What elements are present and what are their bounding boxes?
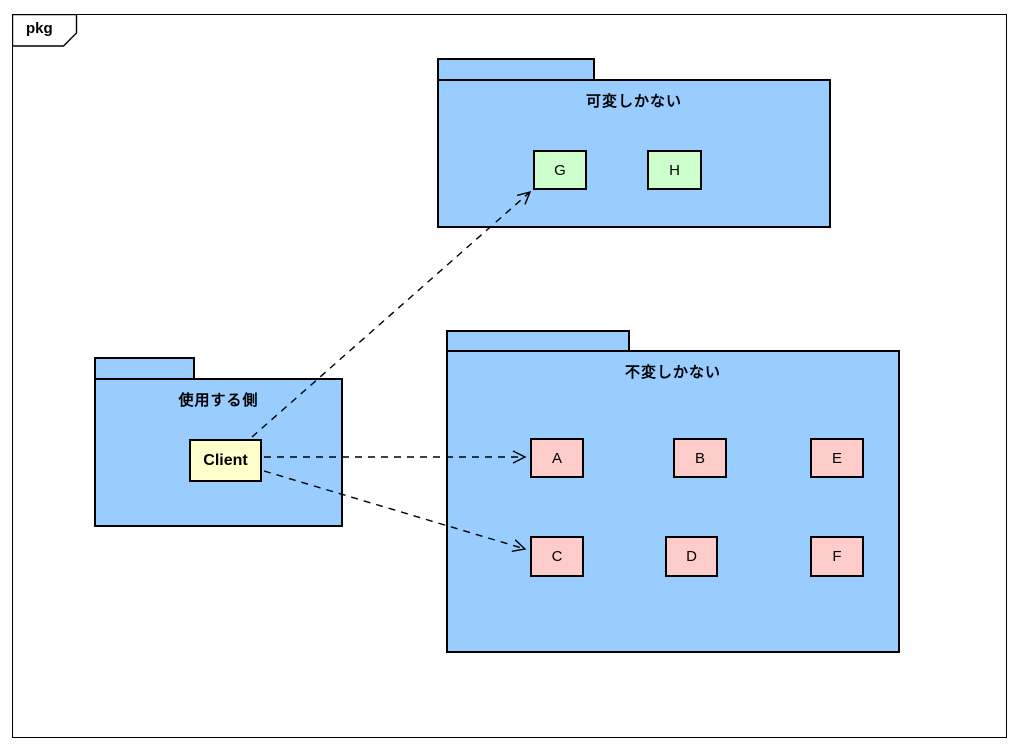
class-box-b: B: [673, 438, 727, 478]
package-mutable-title: 可変しかない: [585, 93, 682, 110]
class-box-f: F: [810, 536, 864, 577]
package-immutable-title: 不変しかない: [624, 364, 721, 381]
package-immutable: 不変しかない: [446, 350, 900, 653]
package-user-tab: [94, 357, 195, 381]
package-user-title: 使用する側: [178, 392, 259, 409]
package-mutable: 可変しかない: [437, 79, 831, 228]
frame-label: pkg: [26, 20, 53, 37]
class-box-d: D: [665, 536, 718, 577]
class-box-h: H: [647, 150, 702, 190]
frame-tab-pentagon: [12, 14, 78, 47]
class-box-c: C: [530, 536, 584, 577]
class-box-a: A: [530, 438, 584, 478]
class-box-g: G: [533, 150, 587, 190]
class-box-e: E: [810, 438, 864, 478]
class-box-client: Client: [189, 439, 262, 482]
